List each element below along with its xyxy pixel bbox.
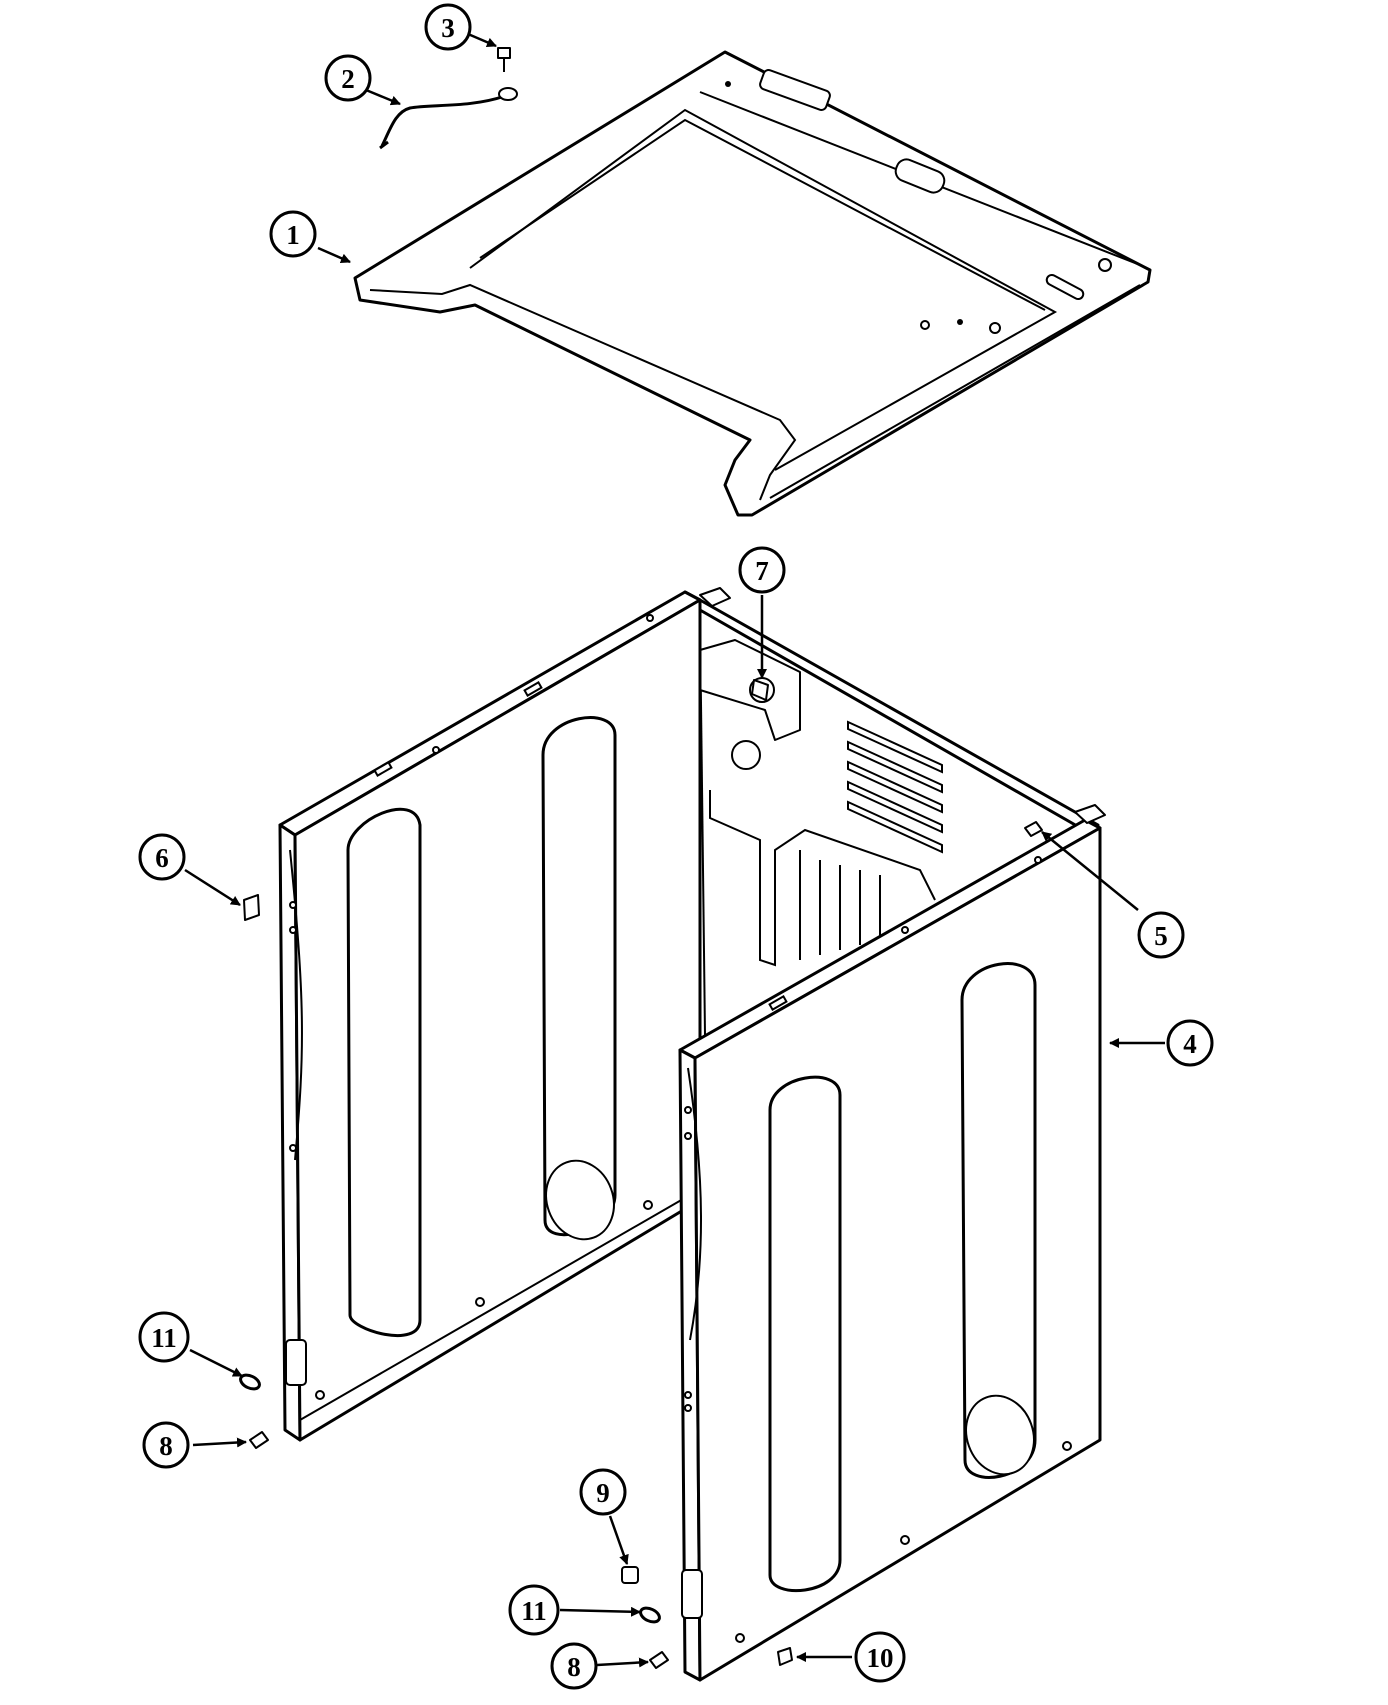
callout-1: 1: [269, 210, 317, 258]
top-panel: [353, 50, 1152, 517]
svg-text:8: 8: [159, 1431, 173, 1461]
leader-lines: [184, 32, 1165, 1668]
svg-text:7: 7: [755, 556, 769, 586]
callout-11-left: 11: [138, 1311, 190, 1363]
callout-11-right: 11: [508, 1584, 560, 1636]
cabinet-assembly: [278, 587, 1106, 1682]
clip-item-5: [1024, 821, 1043, 837]
svg-text:11: 11: [151, 1323, 177, 1353]
svg-text:10: 10: [867, 1643, 894, 1673]
svg-text:2: 2: [341, 64, 355, 94]
screw: [497, 47, 511, 72]
callout-3: 3: [424, 3, 472, 51]
svg-text:4: 4: [1183, 1029, 1197, 1059]
callout-10: 10: [854, 1631, 906, 1683]
callout-4: 4: [1166, 1019, 1214, 1067]
screw-item-10: [777, 1647, 793, 1666]
screw-item-8-left: [249, 1431, 269, 1449]
callout-2: 2: [324, 54, 372, 102]
callout-6: 6: [138, 833, 186, 881]
svg-text:6: 6: [155, 843, 169, 873]
washer-item-11-right: [639, 1606, 661, 1624]
screw-item-8-right: [649, 1651, 669, 1669]
rear-panel-vents: [847, 720, 943, 854]
callout-8-left: 8: [142, 1421, 190, 1469]
svg-text:11: 11: [521, 1596, 547, 1626]
svg-text:3: 3: [441, 13, 455, 43]
callout-8-right: 8: [550, 1642, 598, 1690]
callout-9: 9: [579, 1468, 627, 1516]
svg-text:8: 8: [567, 1652, 581, 1682]
svg-text:1: 1: [286, 220, 300, 250]
callout-5: 5: [1137, 911, 1185, 959]
callout-7: 7: [738, 546, 786, 594]
foot-item-9: [621, 1566, 639, 1584]
clip-item-6: [243, 894, 260, 921]
svg-text:9: 9: [596, 1478, 610, 1508]
ground-wire: [379, 87, 518, 150]
washer-item-11-left: [239, 1373, 261, 1391]
svg-text:5: 5: [1154, 921, 1168, 951]
